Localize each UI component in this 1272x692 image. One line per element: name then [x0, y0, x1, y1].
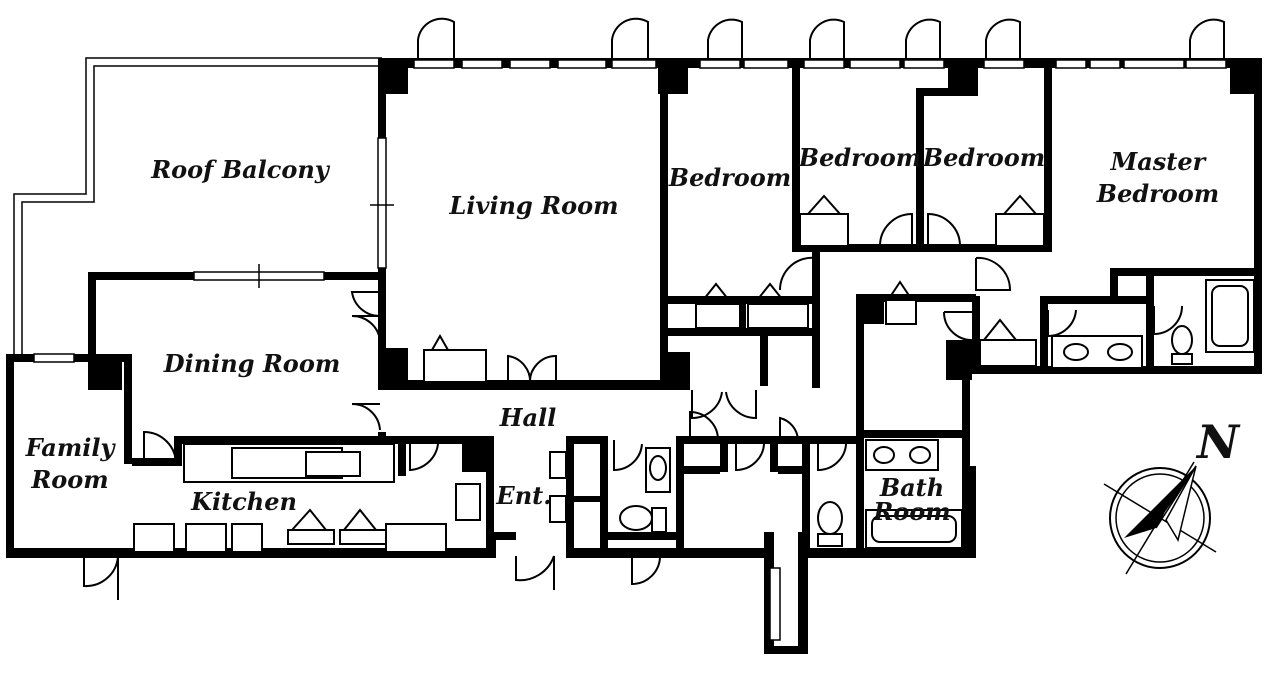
label-bedroom-2: Bedroom — [798, 143, 921, 172]
label-hall: Hall — [499, 403, 556, 432]
doors — [83, 17, 1225, 600]
label-master-bedroom-line2: Bedroom — [1096, 179, 1219, 208]
compass-rose-icon — [1103, 461, 1217, 575]
fixtures — [133, 194, 1255, 553]
label-roof-balcony: Roof Balcony — [150, 155, 331, 184]
label-entrance: Ent. — [495, 481, 551, 510]
compass: N — [1103, 415, 1241, 575]
compass-north-letter: N — [1195, 415, 1241, 469]
label-living-room: Living Room — [449, 191, 619, 220]
label-dining-room: Dining Room — [163, 349, 340, 378]
label-bath-room-line2: Room — [872, 497, 950, 526]
label-family-room-line1: Family — [25, 433, 117, 462]
roof-balcony-outline — [13, 57, 382, 356]
label-master-bedroom-line1: Master — [1110, 147, 1208, 176]
label-bath-room-line1: Bath — [879, 473, 944, 502]
windows — [33, 59, 1227, 641]
label-kitchen: Kitchen — [190, 487, 297, 516]
label-bedroom-1: Bedroom — [668, 163, 791, 192]
label-family-room-line2: Room — [30, 465, 108, 494]
label-bedroom-3: Bedroom — [922, 143, 1045, 172]
room-labels: Roof Balcony Living Room Bedroom Bedroom… — [25, 143, 1220, 526]
